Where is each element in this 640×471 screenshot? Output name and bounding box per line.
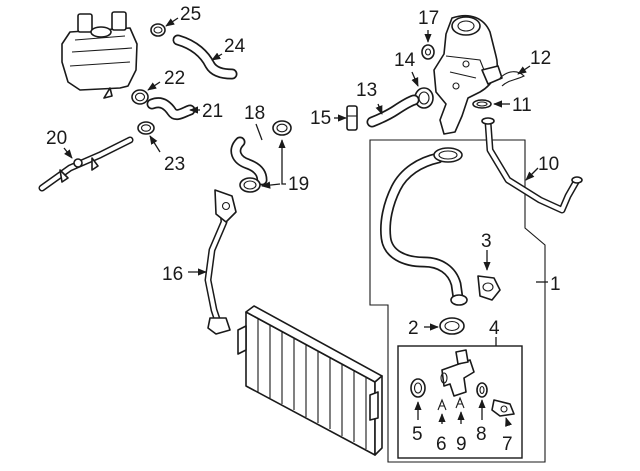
callout-17: 17 [418,8,439,29]
callout-18: 18 [244,103,265,124]
tee-connector [440,349,475,397]
hose-part-13 [366,94,420,128]
clamp-part-19-upper [272,120,292,136]
clamp-part-19-lower [239,177,261,193]
oring-part-17 [421,44,435,60]
leader-lines [63,17,548,427]
pipe-part-16 [204,189,237,335]
callout-12: 12 [530,48,551,69]
seal-part-11 [472,99,492,109]
hose-assembly-outline [369,139,546,463]
oring-part-5 [410,378,426,398]
callout-6: 6 [436,434,447,455]
callout-1: 1 [550,274,561,295]
callout-16: 16 [162,264,183,285]
coolant-reservoir [61,11,138,99]
pipe-part-10 [481,117,583,214]
callout-2: 2 [408,318,419,339]
callout-11: 11 [512,95,532,116]
hose-part-24 [172,34,238,80]
clip-part-12 [499,71,525,87]
callout-15: 15 [310,108,331,129]
clamp-part-22 [131,89,149,105]
callout-5: 5 [412,424,423,445]
callout-23: 23 [164,154,185,175]
callout-20: 20 [46,128,67,149]
radiator [237,305,383,456]
coolant-pipe-part-20 [38,136,134,192]
clip-part-6 [437,398,447,411]
callout-22: 22 [164,68,185,89]
callout-25: 25 [180,4,201,25]
callout-9: 9 [456,434,467,455]
hose-part-1 [380,147,468,306]
callout-4: 4 [489,318,500,339]
clamp-part-23 [137,121,155,135]
callout-24: 24 [224,36,246,57]
callout-3: 3 [481,231,492,252]
callout-21: 21 [202,101,223,122]
water-outlet-housing [433,14,503,135]
clamp-part-25 [150,23,166,37]
callout-10: 10 [538,154,559,175]
plug-part-15 [346,105,358,131]
clamp-part-3 [477,275,501,301]
callout-7: 7 [502,434,513,455]
hose-part-18 [230,136,268,186]
sensor-part-7 [491,399,515,417]
callout-14: 14 [394,50,416,71]
clip-part-9 [455,396,465,409]
hose-part-21 [146,97,196,121]
oring-part-8 [476,382,488,398]
callout-13: 13 [356,80,377,101]
callout-8: 8 [476,424,487,445]
clamp-part-2 [439,317,465,335]
callout-19: 19 [288,174,309,195]
